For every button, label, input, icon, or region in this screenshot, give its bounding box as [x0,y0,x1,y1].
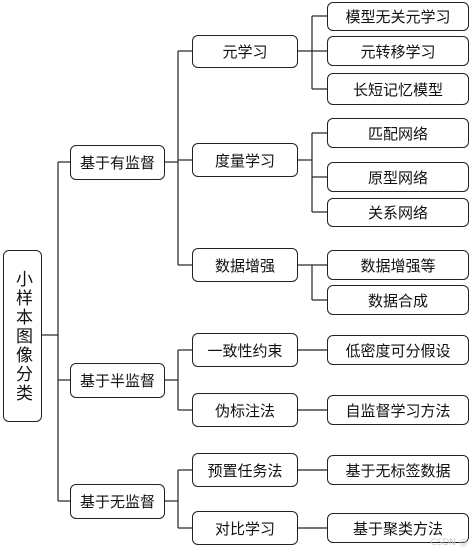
leaf-data-augmentation-etc: 数据增强等 [327,250,469,280]
category-unsupervised: 基于无监督 [70,484,165,519]
method-pseudo-labeling: 伪标注法 [192,393,298,427]
leaf-relation-network: 关系网络 [327,198,469,227]
category-supervised: 基于有监督 [70,145,165,180]
leaf-meta-transfer: 元转移学习 [327,36,469,66]
root-node: 小样本图像分类 [3,250,42,422]
method-data-augmentation: 数据增强 [192,248,298,282]
method-meta-learning: 元学习 [192,35,298,68]
leaf-matching-network: 匹配网络 [327,118,469,148]
leaf-self-supervised: 自监督学习方法 [327,395,469,425]
leaf-clustering: 基于聚类方法 [327,513,469,543]
leaf-unlabeled-data: 基于无标签数据 [327,455,469,485]
leaf-lstm: 长短记忆模型 [327,73,469,105]
method-pretext-task: 预置任务法 [192,453,298,487]
leaf-low-density-separation: 低密度可分假设 [327,335,469,365]
leaf-prototypical-network: 原型网络 [327,162,469,192]
method-metric-learning: 度量学习 [192,143,298,177]
leaf-data-synthesis: 数据合成 [327,285,469,315]
leaf-maml: 模型无关元学习 [327,2,469,31]
category-semi-supervised: 基于半监督 [70,363,165,398]
method-contrastive-learning: 对比学习 [192,511,298,545]
watermark: CSDN @ [430,538,468,548]
method-consistency-constraint: 一致性约束 [192,333,298,367]
